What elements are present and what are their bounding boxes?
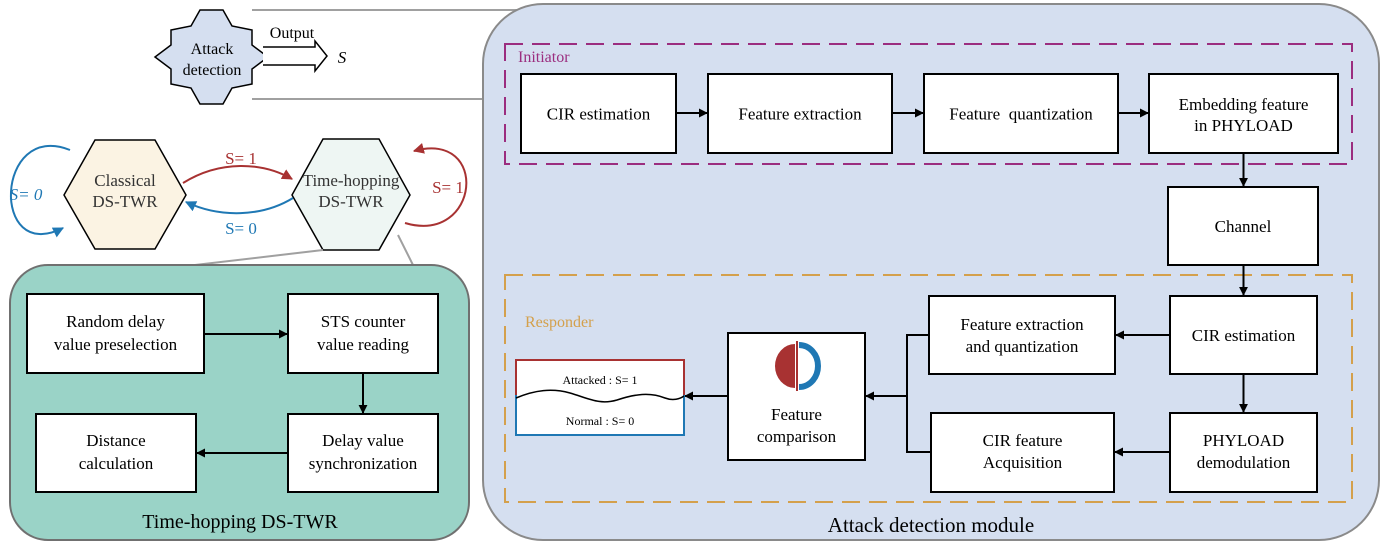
init-feature-extraction-box: Feature extraction bbox=[707, 73, 893, 154]
delay-sync-box: Delay value synchronization bbox=[287, 413, 439, 493]
output-symbol: S bbox=[338, 48, 347, 67]
random-delay-line1: Random delay bbox=[66, 312, 165, 331]
result-attacked: Attacked : S= 1 bbox=[562, 373, 637, 387]
random-delay-line2: value preselection bbox=[54, 335, 178, 354]
attack-detection-icon: Attack detection Output S bbox=[153, 9, 347, 105]
delay-sync-line1: Delay value bbox=[322, 431, 404, 450]
th-line1: Time-hopping bbox=[303, 171, 400, 190]
resp-phyload-demod-box: PHYLOAD demodulation bbox=[1169, 412, 1318, 493]
init-embedding-box: Embedding feature in PHYLOAD bbox=[1148, 73, 1339, 154]
th-panel-title: Time-hopping DS-TWR bbox=[142, 511, 338, 533]
distance-calc-box: Distance calculation bbox=[35, 413, 197, 493]
delay-sync-line2: synchronization bbox=[309, 454, 418, 473]
output-label: Output bbox=[270, 25, 315, 42]
state-classical: Classical DS-TWR bbox=[63, 139, 187, 250]
th-to-classical-label: S= 0 bbox=[225, 219, 257, 238]
resp-feature-comparison-box: Feature comparison bbox=[727, 332, 866, 461]
resp-cir-estimation-text: CIR estimation bbox=[1192, 326, 1296, 345]
comparison-line2: comparison bbox=[757, 427, 837, 446]
channel-box: Channel bbox=[1167, 186, 1319, 266]
transition-classical-to-th bbox=[182, 165, 293, 184]
resp-cir-estimation-box: CIR estimation bbox=[1169, 295, 1318, 375]
initiator-group bbox=[504, 43, 1353, 165]
init-cir-estimation-box: CIR estimation bbox=[520, 73, 677, 154]
module-title: Attack detection module bbox=[828, 513, 1034, 537]
resp-feq-line2: and quantization bbox=[966, 337, 1079, 356]
sts-counter-line2: value reading bbox=[317, 335, 410, 354]
state-machine: Classical DS-TWR Time-hopping DS-TWR S= … bbox=[10, 138, 468, 251]
comparison-icon bbox=[775, 341, 821, 391]
self-loop-classical bbox=[10, 144, 71, 238]
transition-th-to-classical bbox=[185, 197, 294, 215]
channel-text: Channel bbox=[1215, 217, 1272, 236]
resp-cfa-line1: CIR feature bbox=[983, 431, 1063, 450]
init-embedding-line2: in PHYLOAD bbox=[1194, 116, 1293, 135]
resp-phyload-line1: PHYLOAD bbox=[1203, 431, 1284, 450]
init-feature-quantization-box: Feature quantization bbox=[923, 73, 1119, 154]
result-box: Attacked : S= 1 Normal : S= 0 bbox=[515, 359, 685, 436]
attack-detection-module: Attack detection module Initiator CIR es… bbox=[252, 3, 1380, 541]
resp-cir-feature-acq-box: CIR feature Acquisition bbox=[930, 412, 1115, 493]
th-line2: DS-TWR bbox=[318, 192, 384, 211]
classical-to-th-label: S= 1 bbox=[225, 149, 257, 168]
attack-detection-line2: detection bbox=[183, 62, 242, 79]
init-embedding-line1: Embedding feature bbox=[1179, 95, 1309, 114]
distance-calc-line1: Distance bbox=[86, 431, 145, 450]
self-classical-label: S= 0 bbox=[10, 185, 43, 204]
result-normal: Normal : S= 0 bbox=[566, 414, 634, 428]
classical-line1: Classical bbox=[94, 171, 156, 190]
init-feature-quantization-text: Feature quantization bbox=[949, 105, 1093, 124]
gear-icon bbox=[153, 9, 270, 105]
random-delay-box: Random delay value preselection bbox=[26, 293, 205, 374]
attack-detection-line1: Attack bbox=[191, 41, 234, 58]
self-th-label: S= 1 bbox=[432, 178, 464, 197]
init-feature-extraction-text: Feature extraction bbox=[738, 105, 862, 124]
output-arrow-icon bbox=[263, 38, 328, 74]
resp-feq-line1: Feature extraction bbox=[960, 315, 1084, 334]
resp-cfa-line2: Acquisition bbox=[983, 453, 1063, 472]
init-cir-estimation-text: CIR estimation bbox=[547, 105, 651, 124]
responder-group bbox=[504, 274, 1353, 503]
responder-label: Responder bbox=[525, 314, 594, 331]
self-classical-text: S= 0 bbox=[10, 185, 43, 204]
self-loop-th bbox=[404, 143, 468, 227]
comparison-line1: Feature bbox=[771, 405, 822, 424]
sts-counter-line1: STS counter bbox=[321, 312, 406, 331]
state-time-hopping: Time-hopping DS-TWR bbox=[291, 138, 411, 251]
resp-phyload-line2: demodulation bbox=[1197, 453, 1291, 472]
initiator-label: Initiator bbox=[518, 49, 570, 66]
time-hopping-panel: Time-hopping DS-TWR Random delay value p… bbox=[9, 234, 470, 541]
sts-counter-box: STS counter value reading bbox=[287, 293, 439, 374]
resp-feature-extract-quant-box: Feature extraction and quantization bbox=[928, 295, 1116, 375]
distance-calc-line2: calculation bbox=[79, 454, 154, 473]
classical-line2: DS-TWR bbox=[92, 192, 158, 211]
